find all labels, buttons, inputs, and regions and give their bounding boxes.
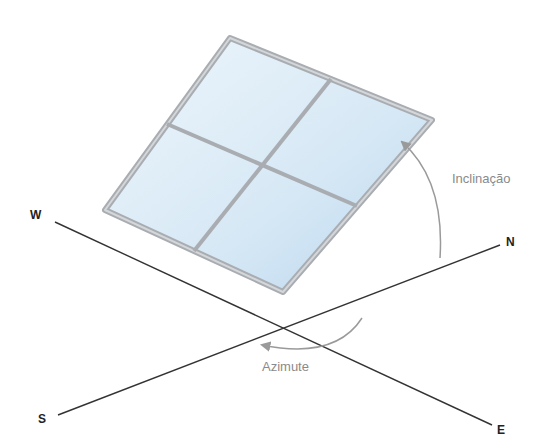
panel-frame: [105, 38, 432, 292]
compass-south: S: [38, 413, 46, 426]
panel-divider: [194, 79, 331, 251]
inclination-arc: [402, 142, 441, 258]
azimuth-arc: [262, 318, 362, 349]
compass-east: E: [497, 424, 505, 437]
panel-frame-highlight: [105, 38, 432, 292]
compass-west: W: [30, 209, 41, 222]
angle-label: Azimute: [262, 360, 309, 374]
compass-north: N: [506, 236, 515, 249]
angle-label: Inclinação: [452, 172, 511, 186]
